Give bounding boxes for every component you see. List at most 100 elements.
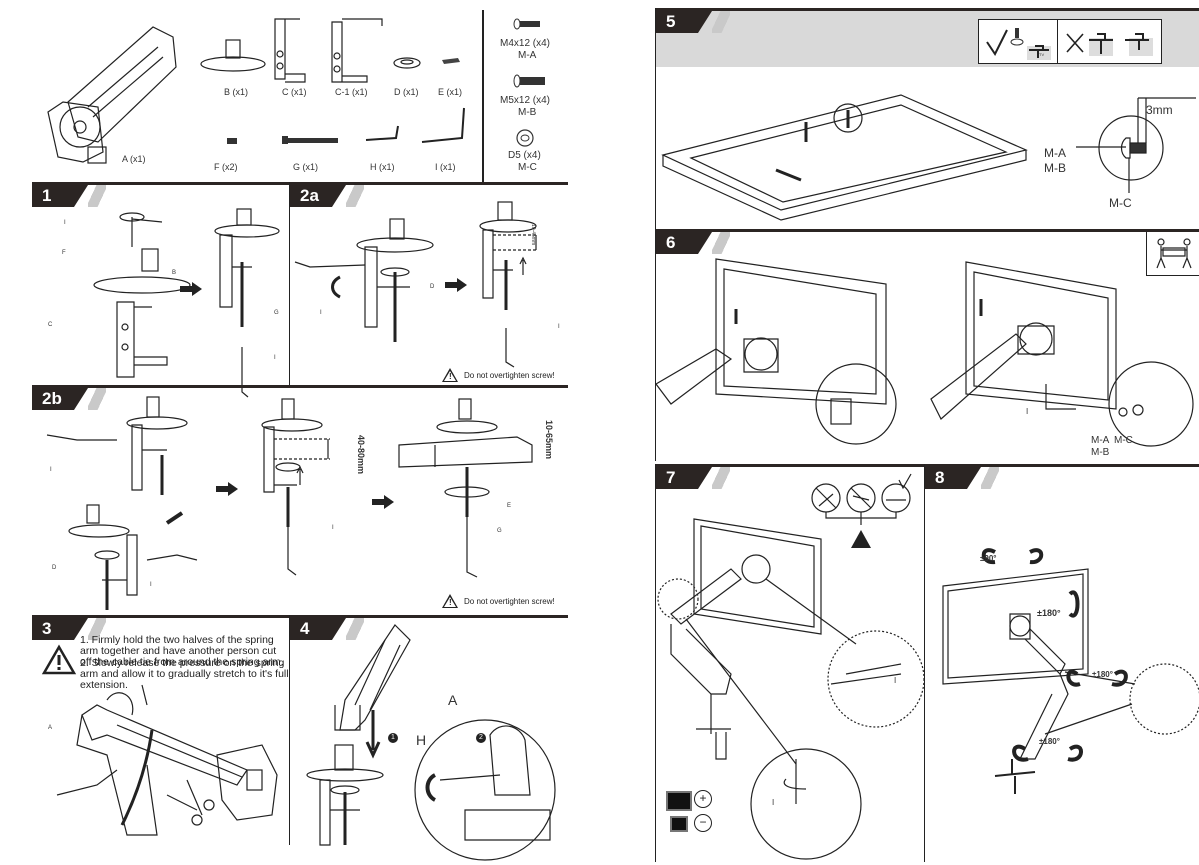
step-2a-badge: 2a bbox=[290, 185, 364, 207]
step-2a-result-illustration bbox=[479, 201, 538, 368]
hardware-m4-size: M4x12 (x4) bbox=[500, 38, 551, 49]
step-header-bar bbox=[925, 464, 1199, 467]
badge-slash bbox=[346, 618, 364, 640]
dimension-40-80mm: 40-80mm bbox=[356, 435, 366, 475]
step-6-attach-monitor-left-illustration bbox=[655, 258, 897, 445]
label-m-b: M-B bbox=[1044, 161, 1066, 175]
screw-m4-icon bbox=[513, 18, 540, 30]
badge-slash bbox=[712, 232, 730, 254]
callout-h: H bbox=[416, 732, 427, 748]
badge-slash bbox=[712, 467, 730, 489]
callout-i-bottom: I bbox=[558, 324, 560, 330]
parts-list: A (x1) B (x1) C (x1) C-1 (x1) D (x1) E (… bbox=[30, 0, 568, 182]
part-label-c: C (x1) bbox=[282, 87, 307, 97]
step-3-instruction-1: 1. Firmly hold the two halves of the spr… bbox=[80, 634, 284, 668]
part-e-plate-illustration bbox=[442, 58, 460, 64]
step-1-panel: 1 I F B C G I bbox=[32, 182, 290, 398]
tilt-angle-label: ±90° bbox=[980, 554, 997, 563]
hardware-d5-code: M-C bbox=[518, 162, 537, 173]
label-m-a: M-A bbox=[1091, 435, 1110, 446]
tension-indicator-icons bbox=[811, 473, 912, 548]
step-6-attach-monitor-right-illustration bbox=[930, 261, 1194, 447]
step-3-instruction-2: 2. Slowly release the pressure on the sp… bbox=[80, 657, 289, 691]
step-2b-panel: 2b I D I bbox=[32, 385, 568, 613]
callout-d: D bbox=[52, 565, 57, 571]
callout-a: A bbox=[48, 725, 53, 731]
left-page: A (x1) B (x1) C (x1) C-1 (x1) D (x1) E (… bbox=[0, 0, 575, 865]
step-5-badge: 5 bbox=[656, 11, 730, 33]
step-number: 3 bbox=[32, 618, 88, 640]
part-label-i: I (x1) bbox=[435, 162, 456, 172]
step-header-bar bbox=[290, 615, 568, 618]
arrow-right-icon bbox=[372, 495, 394, 509]
callout-i: I bbox=[50, 467, 52, 473]
large-monitor-swatch bbox=[666, 791, 692, 811]
part-i-hex-key-illustration bbox=[421, 107, 465, 143]
callout-e: E bbox=[507, 503, 512, 509]
callout-i-lower: I bbox=[150, 582, 152, 588]
part-label-h: H (x1) bbox=[370, 162, 395, 172]
right-page: 5 TV bbox=[655, 0, 1199, 865]
badge-slash bbox=[346, 185, 364, 207]
callout-i-top: I bbox=[894, 676, 897, 685]
step-3-badge: 3 bbox=[32, 618, 106, 640]
label-m-c: M-C bbox=[1109, 196, 1132, 210]
callout-i: I bbox=[320, 310, 322, 316]
step-8-range-of-motion-illustration bbox=[942, 548, 1199, 794]
hardware-m4-code: M-A bbox=[518, 50, 537, 61]
rotate-angle-label: ±180° bbox=[1037, 608, 1061, 618]
label-m-b: M-B bbox=[1091, 447, 1110, 458]
hardware-d5-size: D5 (x4) bbox=[508, 150, 541, 161]
dimension-10-65mm: 10-65mm bbox=[544, 420, 554, 460]
part-c-clamp-illustration bbox=[274, 18, 306, 83]
clearance-3mm: 3mm bbox=[1146, 103, 1173, 117]
part-label-g: G (x1) bbox=[293, 162, 319, 172]
part-d-washer-illustration bbox=[393, 57, 421, 69]
callout-g: G bbox=[497, 528, 502, 534]
part-h-hex-key-illustration bbox=[365, 125, 399, 141]
small-monitor-swatch bbox=[670, 816, 688, 832]
guide-divider bbox=[1057, 20, 1058, 63]
step-5-panel: 5 TV bbox=[655, 8, 1199, 230]
caution-triangle-icon bbox=[41, 644, 77, 675]
rotate-minus-icon: − bbox=[694, 814, 712, 832]
step-number: 2a bbox=[290, 185, 346, 207]
step-number: 7 bbox=[656, 467, 712, 489]
part-c1-clamp-illustration bbox=[331, 18, 383, 83]
step-header-bar bbox=[32, 615, 289, 618]
part-label-d: D (x1) bbox=[394, 87, 419, 97]
part-g-bolt-illustration bbox=[282, 136, 338, 144]
callout-i: I bbox=[64, 220, 66, 226]
step-6-panel: 6 bbox=[655, 229, 1199, 461]
badge-slash bbox=[88, 388, 106, 410]
incorrect-x-icon bbox=[1066, 33, 1153, 56]
callout-i-bottom: I bbox=[274, 355, 276, 361]
step-2b-badge: 2b bbox=[32, 388, 106, 410]
step-2a-panel: 2a I D 10-45mm bbox=[290, 182, 568, 385]
step-6-badge: 6 bbox=[656, 232, 730, 254]
label-m-c: M-C bbox=[1114, 435, 1133, 446]
screw-clearance-detail bbox=[1076, 97, 1196, 193]
step-2b-desk-mount-illustration bbox=[398, 398, 533, 578]
callout-a: A bbox=[448, 692, 458, 708]
swivel-base-angle-label: ±180° bbox=[1039, 737, 1060, 746]
badge-slash bbox=[981, 467, 999, 489]
hardware-m5-size: M5x12 (x4) bbox=[500, 95, 551, 106]
step-2a-clamp-adjust-illustration bbox=[294, 218, 434, 342]
tv-mark: TV bbox=[1039, 52, 1045, 57]
two-person-lift-icon bbox=[1146, 232, 1199, 276]
part-label-f: F (x2) bbox=[214, 162, 238, 172]
callout-g: G bbox=[274, 310, 279, 316]
screw-m5-icon bbox=[513, 74, 545, 88]
warning-text: Do not overtighten screw! bbox=[464, 596, 555, 606]
part-label-a: A (x1) bbox=[122, 154, 146, 164]
overtighten-warning-2b: ! Do not overtighten screw! bbox=[442, 594, 555, 608]
step-8-panel: 8 ±90° ±180° ±180° ±180° bbox=[925, 464, 1199, 862]
step-2b-clamp-range-illustration bbox=[261, 398, 330, 576]
step-header-bar bbox=[656, 8, 1199, 11]
callout-c: C bbox=[48, 322, 53, 328]
step-header-bar bbox=[656, 229, 1199, 232]
callout-i: I bbox=[1026, 407, 1029, 416]
parts-divider bbox=[482, 10, 484, 182]
label-m-a: M-A bbox=[1044, 146, 1066, 160]
